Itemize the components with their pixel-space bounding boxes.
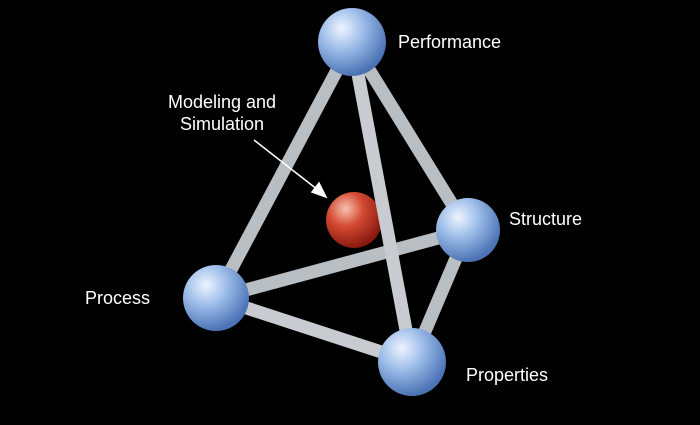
rod-performance-structure <box>345 35 475 237</box>
label-center-line2: Simulation <box>179 114 265 134</box>
center-sphere <box>326 192 382 248</box>
label-modeling-simulation: Modeling and Simulation <box>160 91 284 135</box>
label-performance: Performance <box>398 32 502 52</box>
arrow-icon <box>253 139 328 199</box>
node-properties-sphere <box>378 328 446 396</box>
label-process: Process <box>85 288 151 308</box>
node-structure-sphere <box>436 198 500 262</box>
node-performance-sphere <box>318 8 386 76</box>
rod-process-properties <box>209 291 419 369</box>
rod-performance-properties <box>345 35 419 369</box>
label-center-line1: Modeling and <box>167 92 277 112</box>
label-properties: Properties <box>466 365 549 385</box>
rod-process-structure <box>209 223 475 305</box>
label-structure: Structure <box>509 209 583 229</box>
rod-performance-process <box>209 35 359 305</box>
node-process-sphere <box>183 265 249 331</box>
